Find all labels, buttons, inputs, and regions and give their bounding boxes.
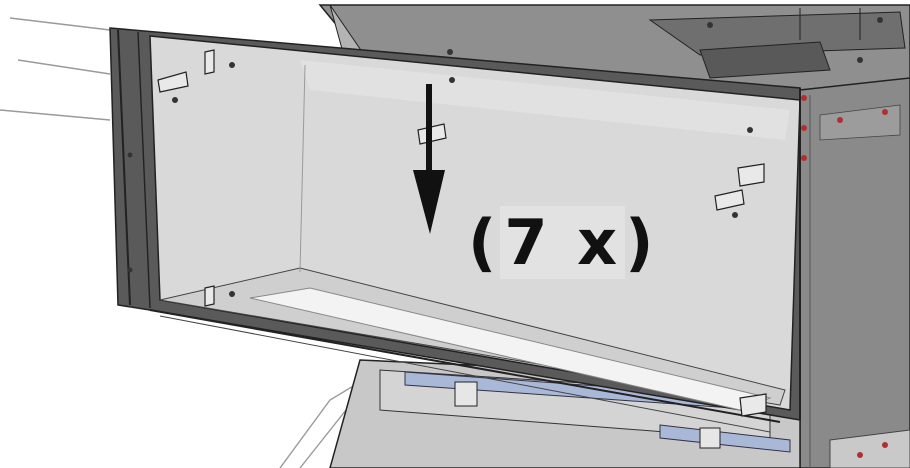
main-panel xyxy=(109,27,801,433)
red-screw-icon xyxy=(801,95,888,458)
clip-bracket-icon xyxy=(157,49,767,417)
right-housing xyxy=(799,77,910,468)
callout-multiplier: x xyxy=(577,206,622,279)
down-arrow-icon xyxy=(413,84,445,234)
callout-open-paren: ( xyxy=(468,206,501,279)
screw-icon xyxy=(127,49,753,297)
quantity-callout: (7 x) xyxy=(468,206,657,279)
callout-count: 7 xyxy=(504,206,552,279)
callout-close-paren: ) xyxy=(625,206,658,279)
